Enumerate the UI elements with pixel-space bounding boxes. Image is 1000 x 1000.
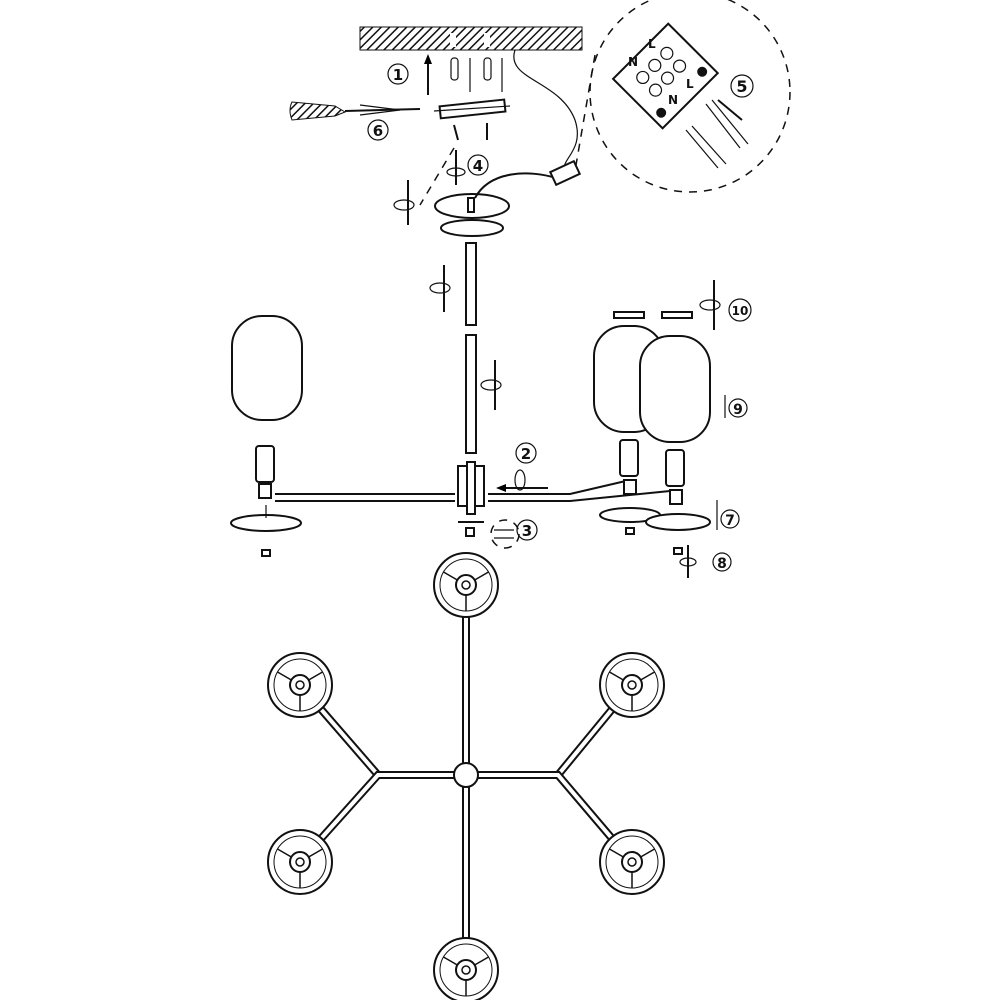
step-1: 1 (387, 63, 409, 85)
step-labels: 1 2 3 4 5 6 7 8 9 10 (367, 63, 754, 572)
shade-spoke (443, 956, 458, 966)
svg-text:8: 8 (717, 556, 727, 572)
shade-spoke (474, 956, 489, 966)
lamp-holder-left (230, 445, 302, 557)
shade-spoke (308, 848, 323, 858)
screwdriver-icon (289, 101, 421, 121)
wire-ends (685, 99, 749, 169)
bottom-view (267, 552, 665, 1000)
arm-inner (298, 773, 466, 864)
rod-upper (465, 242, 477, 326)
terminal-label-l: L (648, 37, 656, 51)
lamp-holder (455, 574, 477, 596)
shade-spoke (308, 671, 323, 681)
lamp-holder (621, 851, 643, 873)
lamp-socket (461, 580, 471, 590)
lamp-holder (455, 959, 477, 981)
lamp-holder (621, 674, 643, 696)
svg-text:1: 1 (393, 66, 403, 84)
svg-text:2: 2 (521, 445, 531, 463)
lamp-socket (295, 857, 305, 867)
terminal-label-n: N (668, 93, 678, 107)
step-9: 9 (728, 398, 748, 418)
svg-text:3: 3 (522, 522, 532, 540)
glass-shade-left (231, 315, 303, 421)
screw-detail (490, 519, 520, 549)
terminal-label-l: L (686, 77, 694, 91)
hub-center (453, 762, 479, 788)
step-7: 7 (720, 509, 740, 529)
step-6: 6 (367, 119, 389, 141)
shade-spoke (640, 848, 655, 858)
rotate-arrow-icon (393, 180, 415, 225)
step-10: 10 (728, 298, 752, 322)
step-5: 5 (730, 74, 754, 98)
rotate-arrow-icon (679, 545, 697, 578)
svg-text:4: 4 (473, 157, 483, 175)
svg-text:10: 10 (732, 304, 749, 318)
step-2: 2 (515, 442, 537, 464)
ceiling (359, 26, 583, 51)
svg-text:6: 6 (373, 122, 383, 140)
svg-text:9: 9 (733, 402, 743, 418)
terminal-connector (611, 22, 720, 130)
arrow-up-icon (469, 58, 503, 92)
svg-text:7: 7 (725, 513, 735, 529)
lamp-socket (295, 680, 305, 690)
shade-spoke (640, 671, 655, 681)
lamp-holder (289, 851, 311, 873)
glass-shade-right-2 (639, 335, 711, 443)
arrow-up-icon (424, 54, 432, 95)
step-8: 8 (712, 552, 732, 572)
shade-caps (613, 311, 693, 319)
shade-spoke (609, 671, 624, 681)
lamp-socket (461, 965, 471, 975)
arrow-left-icon (496, 469, 548, 492)
shade-spoke (277, 671, 292, 681)
arm-inner (466, 773, 634, 864)
canopy-ring (440, 219, 504, 237)
lamp-holder (289, 674, 311, 696)
terminal-label-n: N (628, 55, 638, 69)
lamp-socket (627, 680, 637, 690)
rotate-arrow-icon (429, 265, 451, 312)
lamp-holder-right-1 (599, 439, 661, 535)
arrow-down-icon (699, 280, 721, 330)
shade-spoke (474, 571, 489, 581)
wall-plugs (450, 57, 492, 81)
wiring-detail (589, 0, 791, 193)
ceiling-wire (513, 49, 578, 171)
lamp-holder-right-2 (645, 449, 711, 555)
step-3: 3 (516, 519, 538, 541)
rod-lower (465, 334, 477, 454)
terminal-block (548, 159, 582, 187)
lamp-socket (627, 857, 637, 867)
rotate-arrow-icon (480, 360, 502, 410)
shade-spoke (277, 848, 292, 858)
rotate-arrow-icon (446, 150, 466, 185)
arm-right (488, 479, 681, 502)
screws (453, 123, 488, 141)
shade-spoke (609, 848, 624, 858)
step-4: 4 (467, 154, 489, 176)
svg-text:5: 5 (736, 77, 747, 96)
shade-spoke (443, 571, 458, 581)
